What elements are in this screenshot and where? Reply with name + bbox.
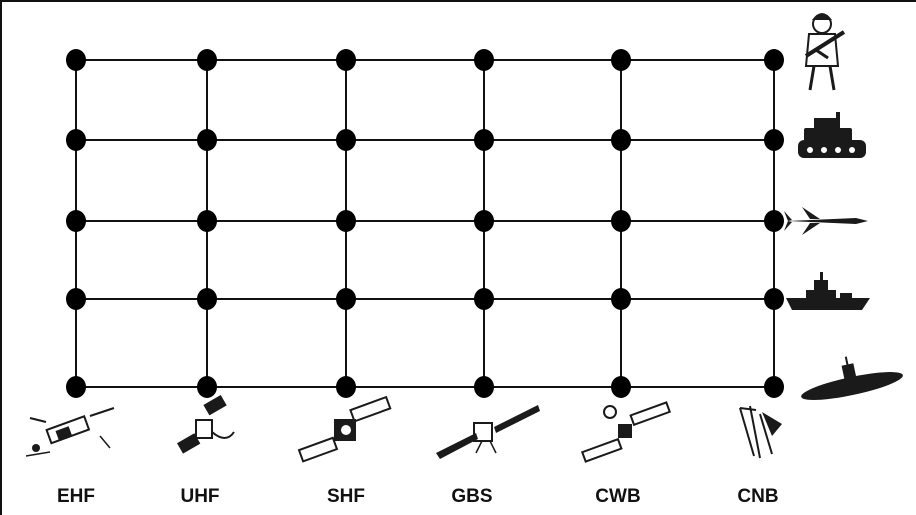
- grid-node: [611, 129, 631, 151]
- grid-node: [336, 49, 356, 71]
- ehf-satellite-icon: [25, 407, 115, 457]
- band-label-shf: SHF: [327, 486, 365, 507]
- grid-node: [66, 49, 86, 71]
- grid-node: [66, 129, 86, 151]
- grid-node: [764, 129, 784, 151]
- grid-node: [66, 288, 86, 310]
- submarine-icon: [801, 356, 903, 400]
- grid-node: [474, 129, 494, 151]
- soldier-icon: [804, 13, 846, 91]
- band-labels: EHF UHF SHF GBS CWB CNB: [57, 486, 779, 507]
- grid-lines: [75, 59, 775, 388]
- band-label-gbs: GBS: [451, 486, 492, 507]
- cnb-satellite-icon: [739, 405, 782, 459]
- grid-node: [611, 288, 631, 310]
- grid-node: [474, 376, 494, 398]
- grid-node: [336, 376, 356, 398]
- grid-node: [197, 49, 217, 71]
- grid-node: [66, 210, 86, 232]
- grid-node: [764, 49, 784, 71]
- band-label-uhf: UHF: [180, 486, 219, 507]
- grid-node: [611, 210, 631, 232]
- gbs-satellite-icon: [436, 405, 540, 459]
- grid-node: [474, 49, 494, 71]
- uhf-satellite-icon: [177, 394, 235, 454]
- grid-node: [336, 210, 356, 232]
- grid-node: [66, 376, 86, 398]
- grid-node: [336, 288, 356, 310]
- shf-satellite-icon: [297, 395, 392, 463]
- surface-ship-icon: [786, 272, 870, 310]
- band-label-cnb: CNB: [737, 486, 778, 507]
- grid-node: [611, 376, 631, 398]
- grid-node: [764, 210, 784, 232]
- grid-node: [197, 376, 217, 398]
- grid-nodes: [66, 49, 784, 398]
- band-label-ehf: EHF: [57, 486, 95, 507]
- band-label-cwb: CWB: [595, 486, 640, 507]
- tank-icon: [798, 112, 866, 158]
- grid-node: [336, 129, 356, 151]
- grid-node: [764, 288, 784, 310]
- fighter-jet-icon: [784, 207, 868, 235]
- grid-node: [474, 210, 494, 232]
- grid-node: [611, 49, 631, 71]
- grid-node: [197, 129, 217, 151]
- cwb-satellite-icon: [580, 401, 672, 463]
- grid-node: [197, 210, 217, 232]
- grid-node: [764, 376, 784, 398]
- grid-node: [197, 288, 217, 310]
- grid-node: [474, 288, 494, 310]
